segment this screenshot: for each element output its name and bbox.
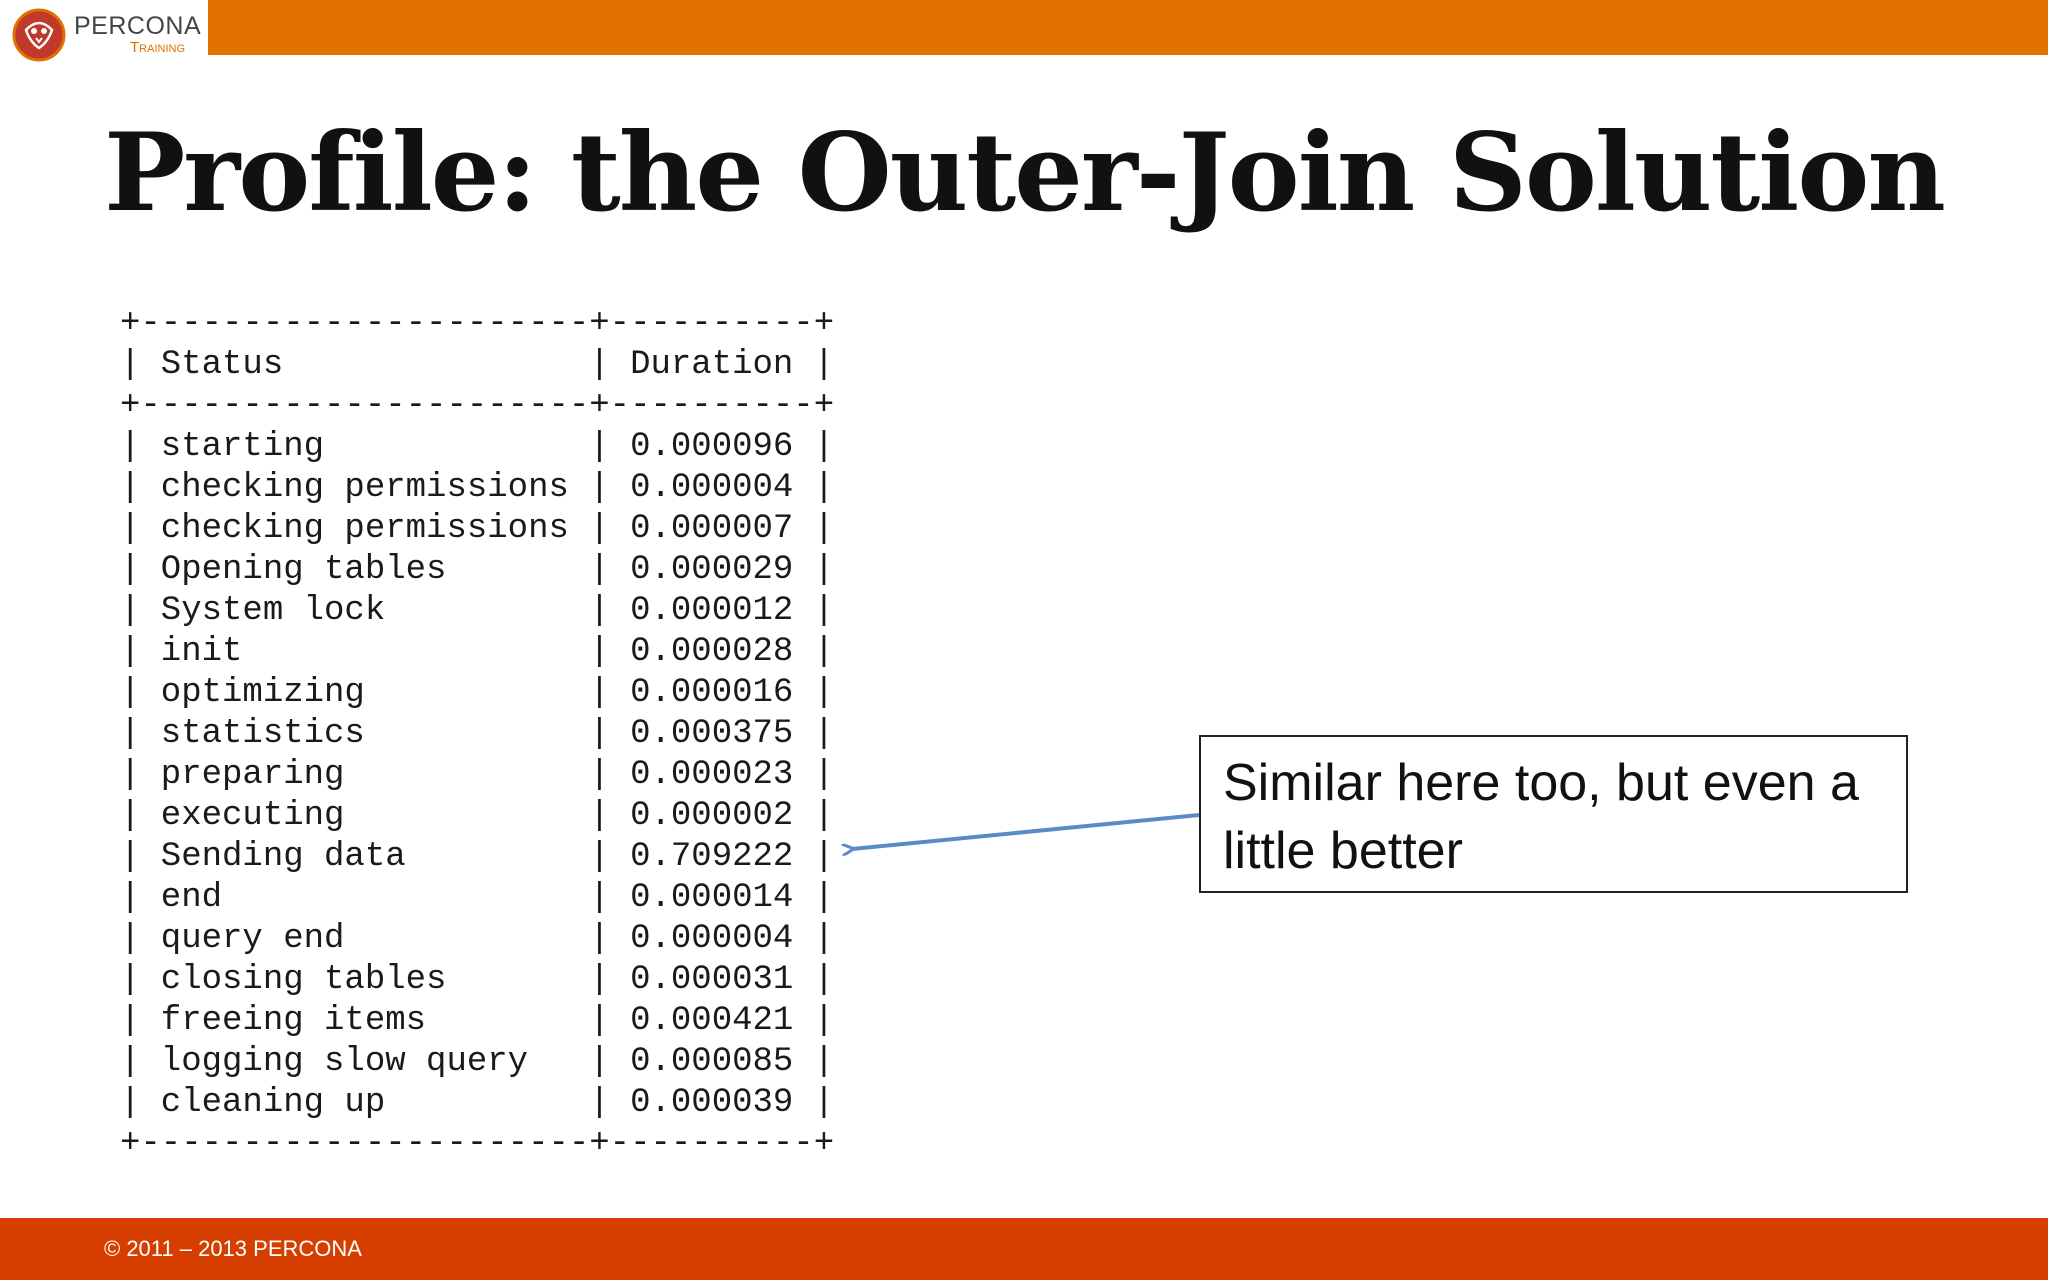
- footer-copyright: © 2011 – 2013 PERCONA: [104, 1236, 362, 1261]
- table-row: | preparing | 0.000023 |: [120, 756, 835, 794]
- table-row: | end | 0.000014 |: [120, 879, 835, 917]
- table-row: | optimizing | 0.000016 |: [120, 674, 835, 712]
- table-row: | starting | 0.000096 |: [120, 428, 835, 466]
- table-row: | System lock | 0.000012 |: [120, 592, 835, 630]
- table-row: | executing | 0.000002 |: [120, 797, 835, 835]
- table-row: | statistics | 0.000375 |: [120, 715, 835, 753]
- table-header-row: | Status | Duration |: [120, 346, 835, 384]
- table-border-mid: +----------------------+----------+: [120, 387, 835, 425]
- percona-owl-icon: [12, 8, 66, 62]
- profile-table: +----------------------+----------+ | St…: [120, 304, 834, 1165]
- header-bar: [208, 0, 2048, 55]
- table-border-bottom: +----------------------+----------+: [120, 1125, 835, 1163]
- callout-box: Similar here too, but even a little bett…: [1199, 735, 1908, 893]
- table-row: | cleaning up | 0.000039 |: [120, 1084, 835, 1122]
- percona-logo: PERCONA Training: [12, 6, 212, 66]
- logo-subtitle: Training: [130, 39, 185, 56]
- footer-bar: © 2011 – 2013 PERCONA: [0, 1218, 2048, 1280]
- table-row: | closing tables | 0.000031 |: [120, 961, 835, 999]
- table-row: | Opening tables | 0.000029 |: [120, 551, 835, 589]
- table-row: | query end | 0.000004 |: [120, 920, 835, 958]
- table-border-top: +----------------------+----------+: [120, 305, 835, 343]
- logo-name: PERCONA: [74, 12, 202, 40]
- table-row: | freeing items | 0.000421 |: [120, 1002, 835, 1040]
- table-row: | checking permissions | 0.000007 |: [120, 510, 835, 548]
- table-row: | Sending data | 0.709222 |: [120, 838, 835, 876]
- table-row: | init | 0.000028 |: [120, 633, 835, 671]
- slide-title: Profile: the Outer-Join Solution: [104, 110, 1946, 236]
- callout-text: Similar here too, but even a little bett…: [1223, 754, 1859, 880]
- table-row: | checking permissions | 0.000004 |: [120, 469, 835, 507]
- table-row: | logging slow query | 0.000085 |: [120, 1043, 835, 1081]
